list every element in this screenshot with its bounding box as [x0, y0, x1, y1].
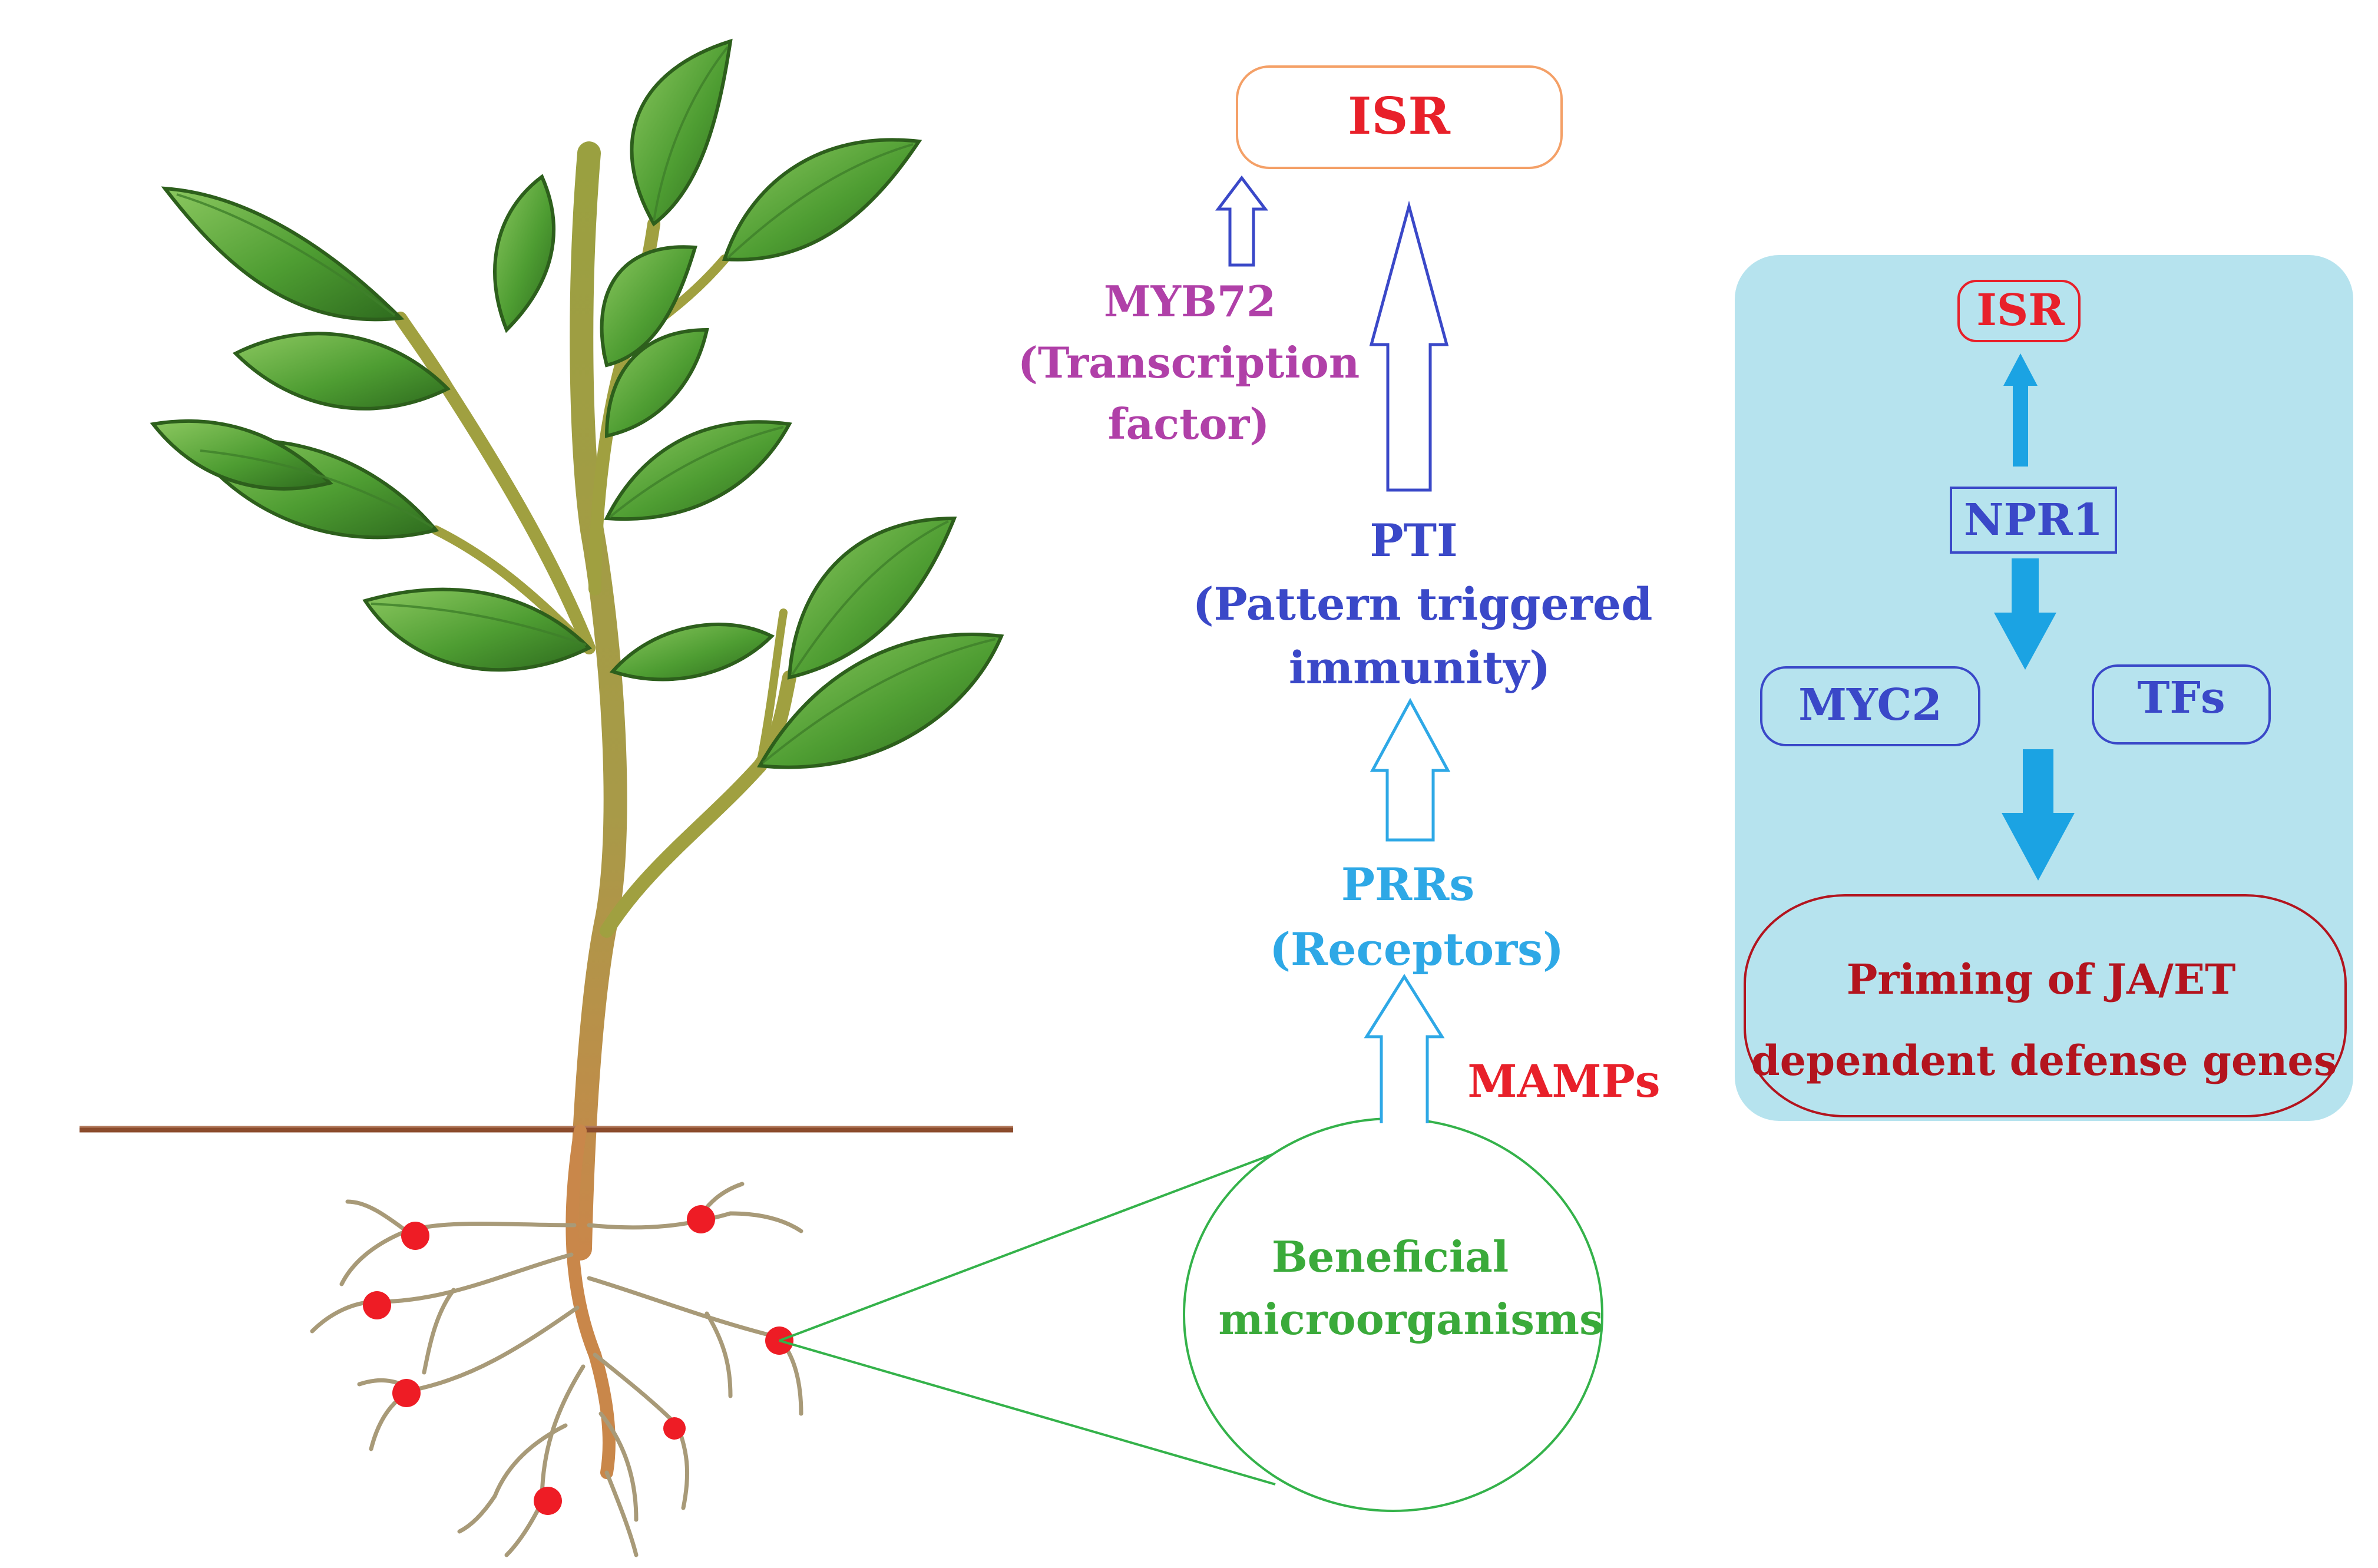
- npr1-box: [1950, 487, 2117, 554]
- zoom-lines: [779, 1152, 1276, 1486]
- mamps-label: MAMPs: [1467, 1055, 1661, 1107]
- myb72-label: MYB72: [1103, 276, 1276, 326]
- tfs-label: TFs: [2137, 673, 2225, 723]
- plant-illustration: [80, 38, 1013, 1557]
- pti-desc-line1: (Pattern triggered: [1192, 578, 1653, 630]
- arrow-mamps-to-prrs: [1364, 974, 1445, 1123]
- priming-box: [1744, 894, 2347, 1117]
- pti-label: PTI: [1370, 514, 1458, 567]
- npr1-label: NPR1: [1963, 495, 2104, 545]
- plant-leaves: [150, 38, 1004, 769]
- isr-top-box: [1236, 65, 1563, 169]
- panel-isr-box: [1957, 280, 2081, 342]
- myc2-label: MYC2: [1798, 680, 1942, 730]
- myc2-box: [1760, 666, 1980, 746]
- microbes-line1: Beneficial: [1271, 1232, 1509, 1282]
- pti-desc-line2: immunity): [1288, 641, 1551, 694]
- myb72-desc-line2: factor): [1107, 399, 1270, 449]
- arrow-to-priming: [2002, 749, 2075, 881]
- tfs-box: [2092, 664, 2271, 745]
- arrow-prrs-to-pti: [1370, 697, 1451, 842]
- priming-line1: Priming of JA/ET: [1846, 955, 2236, 1004]
- plant-stems: [394, 141, 796, 1261]
- arrow-npr1-to-isr: [2003, 353, 2038, 467]
- arrow-npr1-down: [1994, 558, 2056, 670]
- myb72-desc-line1: (Transcription: [1017, 338, 1360, 388]
- leaf-veins: [176, 46, 996, 764]
- isr-main-label: ISR: [1348, 87, 1450, 146]
- red-bacteria-dots: [363, 1205, 793, 1515]
- jaet-panel: [1735, 255, 2353, 1121]
- microbes-line2: microorganisms: [1218, 1294, 1603, 1344]
- prrs-desc: (Receptors): [1269, 923, 1564, 975]
- soil-line: [80, 1126, 1013, 1133]
- plant-roots: [310, 1124, 803, 1557]
- arrow-myb72-to-isr: [1215, 175, 1269, 267]
- panel-isr-label: ISR: [1976, 285, 2065, 336]
- arrow-pti-to-isr: [1369, 200, 1449, 492]
- priming-line2: dependent defense genes: [1751, 1036, 2337, 1085]
- prrs-label: PRRs: [1341, 858, 1475, 911]
